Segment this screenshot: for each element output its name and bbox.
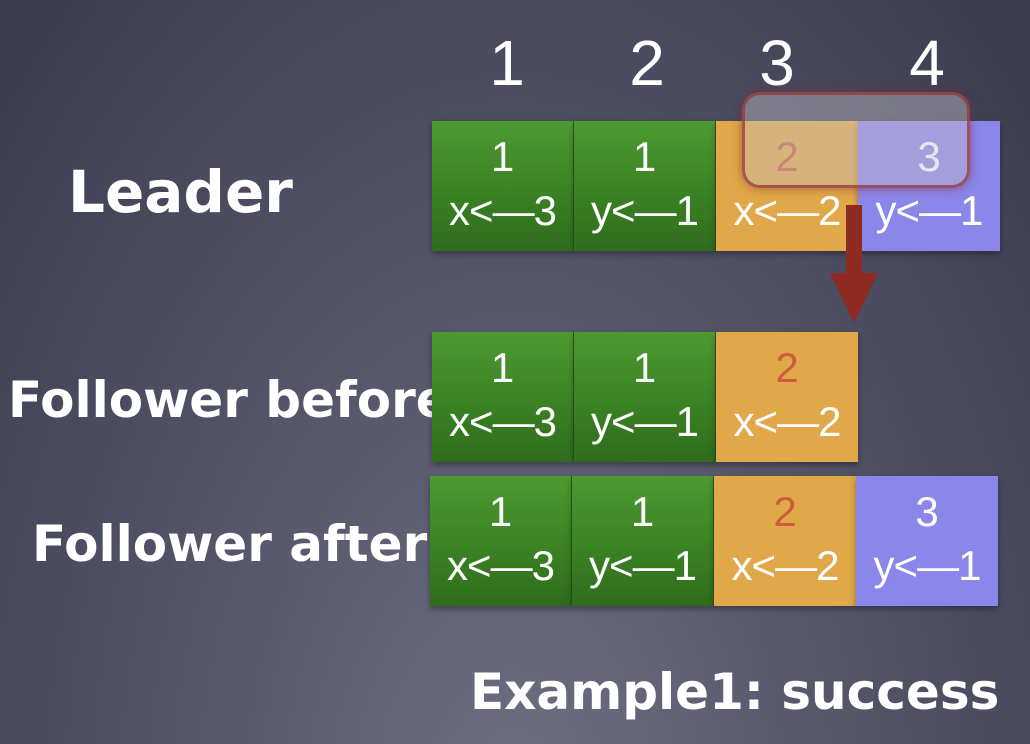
- entry-term: 1: [632, 344, 657, 391]
- follower-after-label: Follower after: [32, 515, 428, 573]
- log-index-3: 3: [759, 27, 795, 99]
- follower-after-entry-3: 2 x<—2: [714, 476, 856, 606]
- leader-entry-1: 1 x<—3: [432, 121, 574, 251]
- entry-term: 1: [632, 133, 657, 180]
- entry-command: y<—1: [591, 398, 699, 445]
- entry-command: y<—1: [591, 187, 699, 234]
- entry-command: x<—3: [449, 187, 557, 234]
- entry-command: y<—1: [873, 542, 982, 589]
- entry-term: 1: [630, 488, 655, 535]
- entry-command: x<—3: [447, 542, 555, 589]
- entry-term: 2: [773, 488, 797, 535]
- highlight-box: [742, 92, 970, 188]
- leader-label: Leader: [68, 158, 293, 226]
- follower-after-log: 1 x<—3 1 y<—1 2 x<—2 3 y<—1: [430, 476, 998, 606]
- entry-term: 2: [775, 133, 799, 180]
- entry-command: x<—2: [731, 542, 840, 589]
- entry-term: 3: [915, 488, 939, 535]
- follower-before-entry-3: 2 x<—2: [716, 332, 858, 462]
- entry-command: x<—2: [733, 187, 842, 234]
- log-index-1: 1: [489, 27, 525, 99]
- entry-command: y<—1: [875, 187, 984, 234]
- follower-after-entry-2: 1 y<—1: [572, 476, 714, 606]
- leader-entry-2: 1 y<—1: [574, 121, 716, 251]
- down-arrow-icon: [830, 205, 878, 323]
- entry-term: 1: [490, 133, 515, 180]
- follower-before-entry-2: 1 y<—1: [574, 332, 716, 462]
- follower-before-log: 1 x<—3 1 y<—1 2 x<—2: [432, 332, 858, 462]
- entry-term: 1: [490, 344, 515, 391]
- entry-term: 3: [917, 133, 941, 180]
- follower-after-entry-1: 1 x<—3: [430, 476, 572, 606]
- follower-before-entry-1: 1 x<—3: [432, 332, 574, 462]
- entry-command: x<—2: [733, 398, 842, 445]
- caption: Example1: success: [470, 663, 1000, 721]
- entry-term: 1: [488, 488, 513, 535]
- log-index-4: 4: [909, 27, 945, 99]
- follower-after-entry-4: 3 y<—1: [856, 476, 998, 606]
- log-index-2: 2: [629, 27, 665, 99]
- entry-term: 2: [775, 344, 799, 391]
- follower-before-label: Follower before: [8, 371, 450, 429]
- entry-command: x<—3: [449, 398, 557, 445]
- entry-command: y<—1: [589, 542, 697, 589]
